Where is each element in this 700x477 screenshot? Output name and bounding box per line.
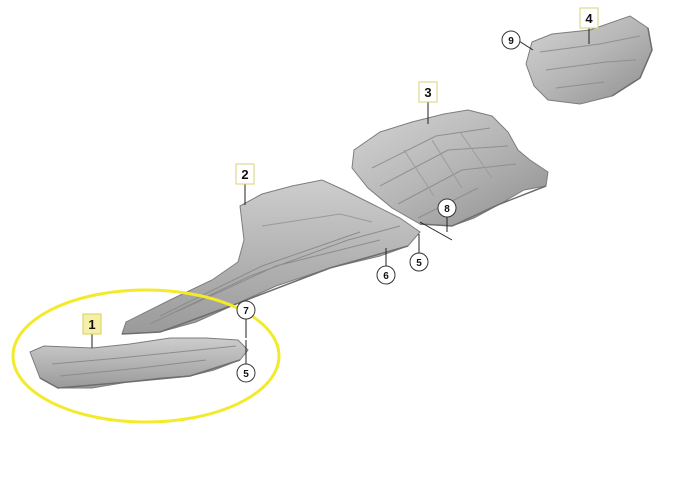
highlight-ring [11,288,281,424]
svg-text:4: 4 [585,11,593,26]
callout-2: 2 [235,163,255,185]
svg-text:8: 8 [444,204,450,215]
svg-text:5: 5 [243,369,249,380]
panel-part-4 [525,15,653,105]
callout-8: 8 [437,198,457,218]
callout-5-upper: 5 [409,252,429,272]
svg-text:2: 2 [241,167,248,182]
panel-part-2 [121,179,421,335]
svg-text:7: 7 [243,306,249,317]
svg-text:1: 1 [88,317,95,332]
leader-lines [91,28,590,364]
callout-4: 4 [579,7,599,29]
svg-text:3: 3 [424,85,431,100]
panel-part-3 [351,109,549,227]
callout-7: 7 [236,300,256,320]
callout-6: 6 [376,265,396,285]
panel-part-1 [29,337,249,389]
callout-3: 3 [418,81,438,103]
svg-text:5: 5 [416,258,422,269]
callout-5-lower: 5 [236,363,256,383]
svg-text:9: 9 [508,36,514,47]
svg-text:6: 6 [383,271,389,282]
callout-9: 9 [501,30,521,50]
callout-1: 1 [82,313,102,335]
